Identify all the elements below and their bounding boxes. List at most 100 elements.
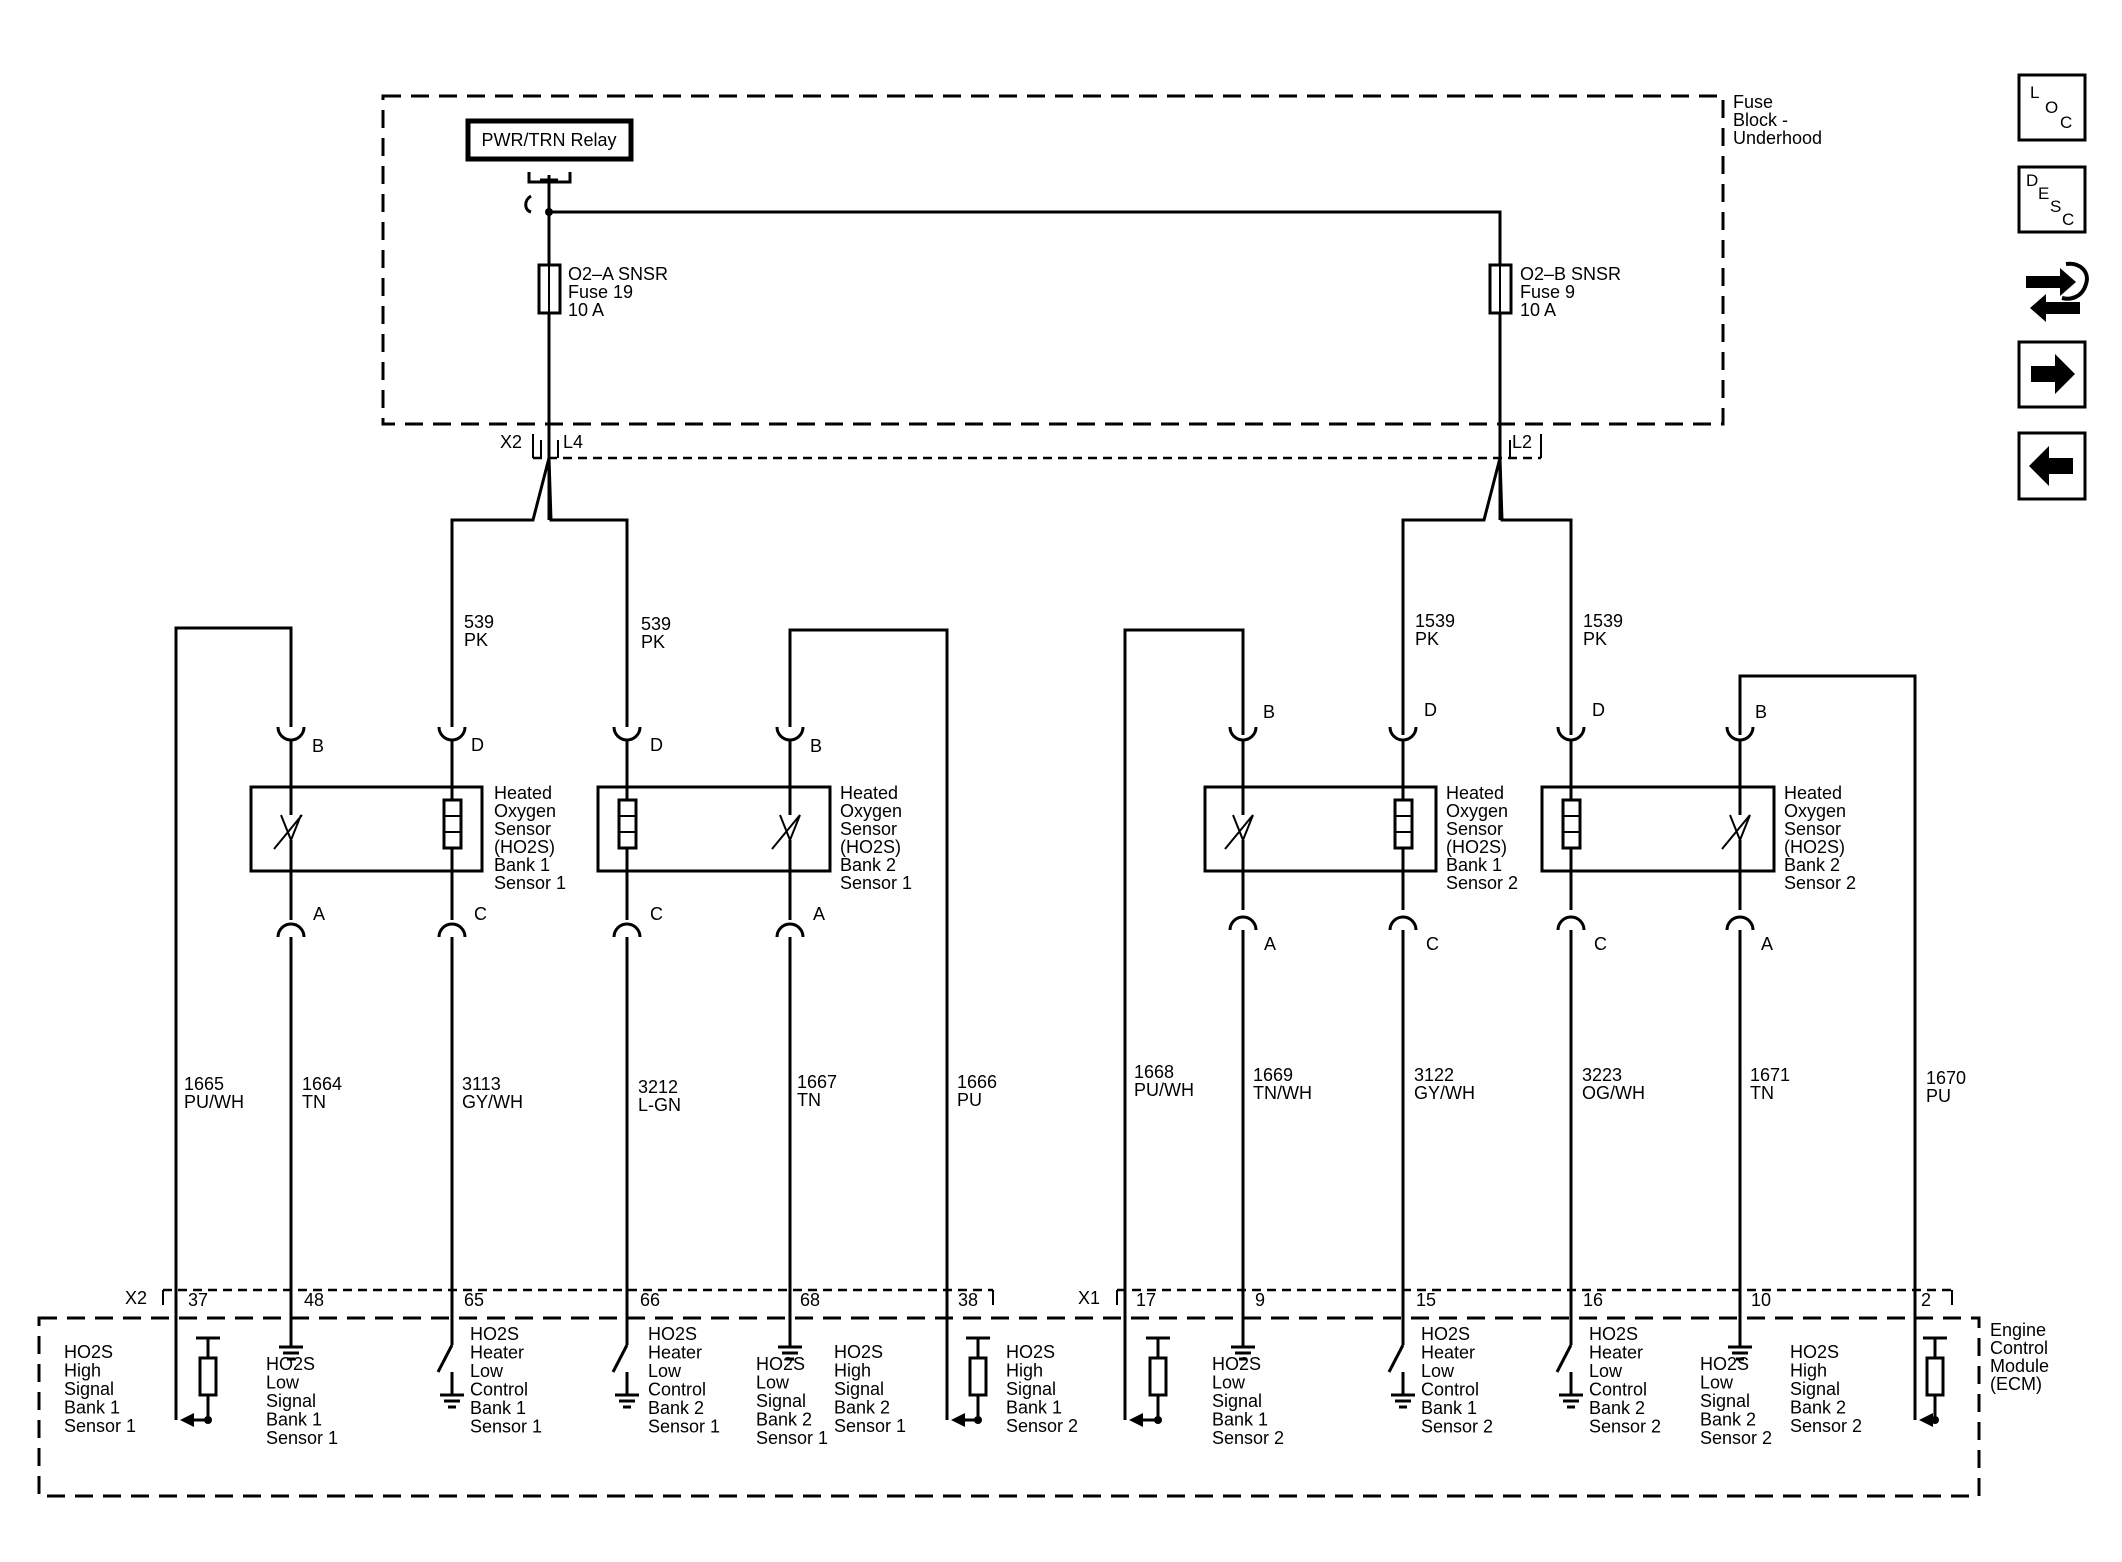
wire-label-3223: 3223: [1582, 1065, 1622, 1085]
ecm-circuit-9-label-line-4: Control: [1421, 1380, 1479, 1400]
ecm-connector-x2: X2: [125, 1288, 147, 1308]
fuse-connector-pin-l2: L2: [1512, 432, 1532, 452]
ecm-circuit-12-label-line-3: Signal: [1790, 1379, 1840, 1399]
b2s1-pin-c: C: [650, 904, 663, 924]
b2s1-pin-d: D: [650, 735, 663, 755]
ecm-circuit-2-label-line-4: Bank 1: [266, 1410, 322, 1430]
loc-button[interactable]: L O C: [2017, 73, 2087, 142]
desc-letter-c: C: [2062, 210, 2074, 229]
b2s1-label-4: (HO2S): [840, 837, 901, 857]
fuse-bus: [549, 210, 1502, 265]
next-button[interactable]: [2017, 340, 2087, 409]
ecm-circuit-12-arrow: [1919, 1413, 1933, 1427]
ecm-pin-66: 66: [640, 1290, 660, 1310]
desc-button[interactable]: D E S C: [2017, 165, 2087, 234]
ecm-title-3: Module: [1990, 1356, 2049, 1376]
ecm-circuit-5-label-line-2: Low: [756, 1373, 790, 1393]
supply-wire-b2s1: [547, 457, 629, 720]
engine-control-module: Engine Control Module (ECM): [37, 1316, 2049, 1498]
ecm-circuit-3-label-line-3: Low: [470, 1361, 504, 1381]
b1s1-pin-c: C: [474, 904, 487, 924]
b1s2-label-1: Heated: [1446, 783, 1504, 803]
ecm-wire-labels: 1665 PU/WH 1664 TN 3113 GY/WH 3212 L-GN …: [184, 1062, 1966, 1115]
wire-color-1666: PU: [957, 1090, 982, 1110]
ecm-circuit-1-label-line-2: High: [64, 1361, 101, 1381]
b2s2-pin-d: D: [1592, 700, 1605, 720]
b2s2-pin-c: C: [1594, 934, 1607, 954]
supply-wire-b1s2: [1401, 457, 1502, 720]
wire-color-1669: TN/WH: [1253, 1083, 1312, 1103]
ecm-circuit-8-label-line-2: Low: [1212, 1373, 1246, 1393]
previous-arrow-icon: [2029, 446, 2073, 486]
ecm-circuit-8-label-line-5: Sensor 2: [1212, 1428, 1284, 1448]
ecm-connector-x1: X1: [1078, 1288, 1100, 1308]
wire-label-3212: 3212: [638, 1077, 678, 1097]
ecm-circuit-2-label-line-3: Signal: [266, 1391, 316, 1411]
supply-wire-b1s1: [450, 457, 551, 720]
desc-letter-d: D: [2026, 171, 2038, 190]
loc-letter-l: L: [2030, 83, 2039, 102]
ecm-circuit-9-label-line-3: Low: [1421, 1361, 1455, 1381]
b2s1-label-6: Sensor 1: [840, 873, 912, 893]
ecm-circuit-2-label-line-1: HO2S: [266, 1354, 315, 1374]
previous-button[interactable]: [2017, 431, 2087, 501]
wire-color-3212: L-GN: [638, 1095, 681, 1115]
connector-views-button[interactable]: [2019, 254, 2089, 322]
ecm-circuit-10-switch: [1555, 1344, 1573, 1373]
ecm-circuit-6-label-line-1: HO2S: [834, 1342, 883, 1362]
pwr-trn-relay-box: [465, 118, 634, 162]
b1s2-pin-a: A: [1264, 934, 1276, 954]
b1s1-label-5: Bank 1: [494, 855, 550, 875]
ecm-circuit-10-label-line-5: Bank 2: [1589, 1398, 1645, 1418]
b1s1-label-3: Sensor: [494, 819, 551, 839]
b2s1-pin-b: B: [810, 736, 822, 756]
b2s1-label-1: Heated: [840, 783, 898, 803]
wire-1539-num-1: 1539: [1415, 611, 1455, 631]
ecm-pin-68: 68: [800, 1290, 820, 1310]
wire-label-3122: 3122: [1414, 1065, 1454, 1085]
wire-color-1664: TN: [302, 1092, 326, 1112]
fuse-b-line-3: 10 A: [1520, 300, 1556, 320]
fuse-connector-x2: X2: [500, 432, 522, 452]
ecm-pin-38: 38: [958, 1290, 978, 1310]
ecm-circuit-1-junction: [204, 1416, 212, 1424]
wire-539-color-1: PK: [464, 630, 488, 650]
wire-label-1670: 1670: [1926, 1068, 1966, 1088]
b1s2-label-2: Oxygen: [1446, 801, 1508, 821]
ecm-circuit-4-label-line-2: Heater: [648, 1343, 702, 1363]
ecm-circuit-4-label-line-6: Sensor 1: [648, 1417, 720, 1437]
fuse-b-line-1: O2–B SNSR: [1520, 264, 1621, 284]
ecm-circuit-7-label-line-5: Sensor 2: [1006, 1416, 1078, 1436]
ecm-circuit-12-label-line-5: Sensor 2: [1790, 1416, 1862, 1436]
b2s2-label-2: Oxygen: [1784, 801, 1846, 821]
ecm-circuit-3-label-line-1: HO2S: [470, 1324, 519, 1344]
b2s2-pin-a: A: [1761, 934, 1773, 954]
ecm-pin-15: 15: [1416, 1290, 1436, 1310]
ecm-title-1: Engine: [1990, 1320, 2046, 1340]
ecm-circuit-3-label-line-6: Sensor 1: [470, 1417, 542, 1437]
fuse-a-line-1: O2–A SNSR: [568, 264, 668, 284]
ecm-circuit-3-label-line-2: Heater: [470, 1343, 524, 1363]
ecm-circuit-8-label-line-4: Bank 1: [1212, 1410, 1268, 1430]
ecm-circuit-5-label-line-5: Sensor 1: [756, 1428, 828, 1448]
b1s1-pin-a: A: [313, 904, 325, 924]
b1s1-label-6: Sensor 1: [494, 873, 566, 893]
ecm-circuit-3-label-line-4: Control: [470, 1380, 528, 1400]
ecm-circuit-10-label-line-4: Control: [1589, 1380, 1647, 1400]
wire-label-3113: 3113: [462, 1074, 501, 1094]
pwr-trn-relay-label: PWR/TRN Relay: [481, 130, 616, 150]
wire-539-num-2: 539: [641, 614, 671, 634]
b1s2-label-5: Bank 1: [1446, 855, 1502, 875]
ecm-circuit-9-label-line-5: Bank 1: [1421, 1398, 1477, 1418]
ho2s-bank2-sensor1: D B C A Heated Oxygen Sensor (HO2S) Bank…: [596, 628, 949, 1420]
ecm-circuit-6-label-line-5: Sensor 1: [834, 1416, 906, 1436]
ecm-circuit-7-junction: [1154, 1416, 1162, 1424]
ho2s-bank1-sensor2: B D A C Heated Oxygen Sensor (HO2S) Bank…: [1123, 628, 1518, 1420]
ecm-circuit-9-label-line-6: Sensor 2: [1421, 1417, 1493, 1437]
ecm-circuit-12-resistor: [1925, 1356, 1945, 1397]
ecm-circuit-11-label-line-3: Signal: [1700, 1391, 1750, 1411]
ecm-circuit-2-label-line-5: Sensor 1: [266, 1428, 338, 1448]
b1s2-label-3: Sensor: [1446, 819, 1503, 839]
ecm-circuit-8-label-line-3: Signal: [1212, 1391, 1262, 1411]
